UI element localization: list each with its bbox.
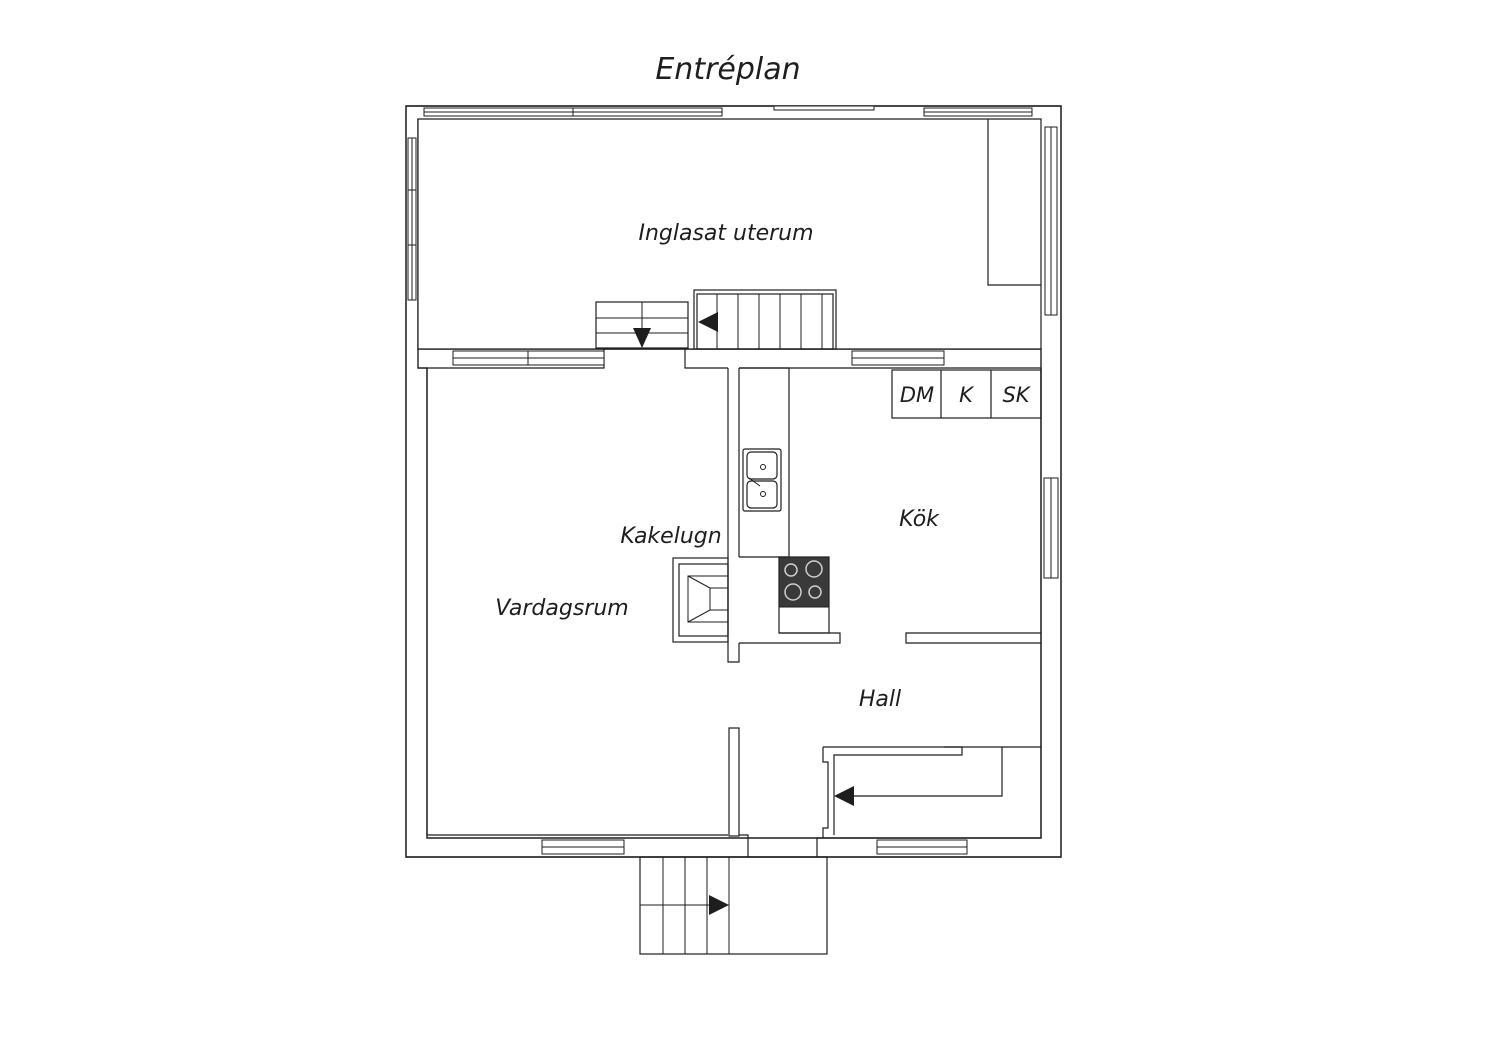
arrow-down-icon [633, 328, 651, 348]
outer-walls [405, 105, 1062, 858]
kitchen-sink [742, 448, 782, 512]
windows [407, 105, 1059, 855]
room-label-uterum: Inglasat uterum [638, 221, 813, 246]
stove [778, 556, 830, 634]
arrow-left-icon [834, 786, 854, 806]
tiled-stove [672, 557, 729, 643]
appliance-dm-label: DM [900, 383, 934, 407]
arrow-left-icon [698, 312, 718, 332]
room-label-kakelugn: Kakelugn [620, 524, 721, 549]
built-in-cabinet [987, 119, 1041, 286]
appliance-sk-label: SK [1002, 383, 1031, 407]
appliance-k-label: K [959, 383, 975, 407]
appliance-row: DM K SK [891, 369, 1042, 419]
stairs-uterum-main [693, 289, 837, 350]
entrance-steps [639, 856, 828, 955]
stairs-uterum-small [595, 301, 689, 349]
room-label-kok: Kök [899, 507, 940, 532]
plan-title: Entréplan [655, 52, 800, 87]
stairs-hall [822, 746, 1041, 838]
room-label-vardagsrum: Vardagsrum [495, 596, 628, 621]
room-label-hall: Hall [859, 687, 901, 712]
interior-walls [727, 367, 1042, 837]
arrow-right-icon [709, 895, 729, 915]
